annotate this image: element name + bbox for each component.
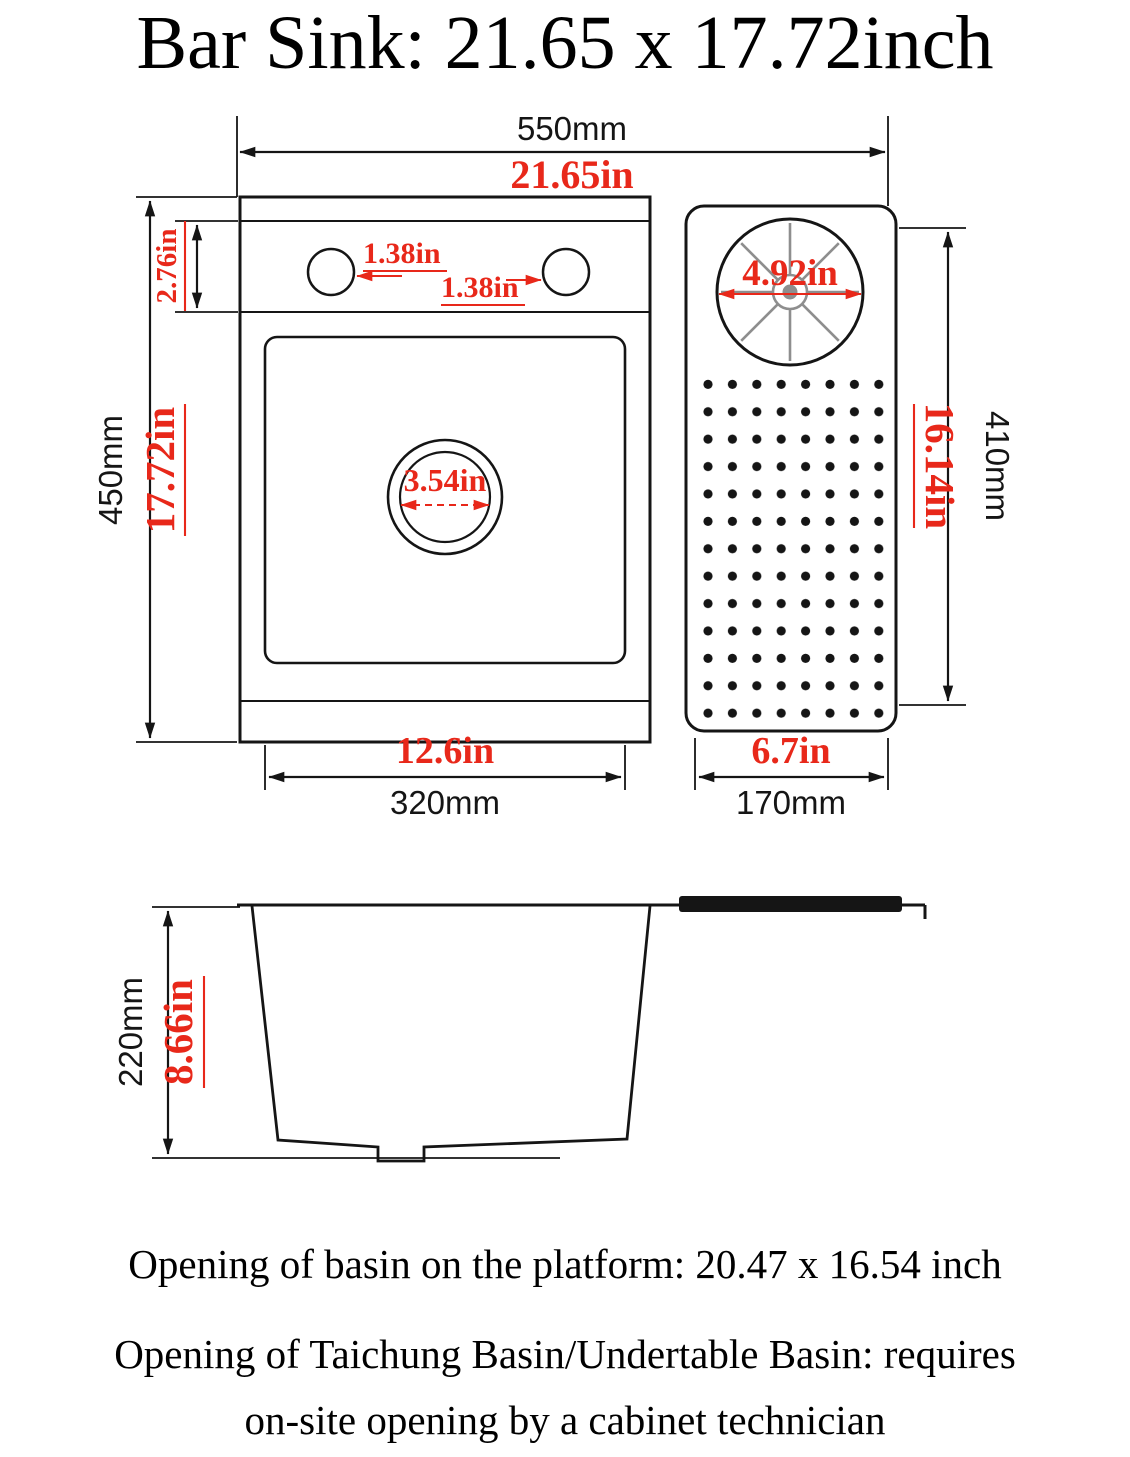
overall-depth-mm-label: 450mm xyxy=(92,415,129,525)
overall-width-mm-label: 550mm xyxy=(517,110,627,147)
drainboard-width-in-label: 6.7in xyxy=(751,730,830,772)
dim-drainboard-width: 6.7in 170mm xyxy=(694,730,889,821)
basin-inner-rect xyxy=(263,335,627,665)
overall-width-in-label: 21.65in xyxy=(510,152,633,197)
strainer-diameter-label: 4.92in xyxy=(742,253,838,294)
drain-diameter-label: 3.54in xyxy=(404,462,487,498)
basin-cross-section xyxy=(250,905,652,1163)
drainboard-width-mm-label: 170mm xyxy=(736,784,846,821)
deck-depth-label: 2.76in xyxy=(151,229,183,304)
strainer-rim xyxy=(715,217,865,367)
basin-width-in-label: 12.6in xyxy=(396,730,494,772)
note-undertable-line2: on-site opening by a cabinet technician xyxy=(244,1397,886,1443)
dim-deck-depth: 2.76in xyxy=(151,220,238,313)
faucet-hole-right xyxy=(541,247,591,297)
drain-outer-circle xyxy=(386,438,504,556)
drainboard-length-in-label: 16.14in xyxy=(917,403,963,530)
note-platform-opening: Opening of basin on the platform: 20.47 … xyxy=(128,1241,1002,1287)
dim-overall-width: 550mm 21.65in xyxy=(236,110,889,206)
dim-drainboard-length: 16.14in 410mm xyxy=(899,227,1016,706)
basin-drain: 3.54in xyxy=(386,438,504,556)
faucet-hole-right-label: 1.38in xyxy=(441,271,519,304)
faucet-hole-left xyxy=(306,247,356,297)
top-view: 550mm 21.65in 1.38in 1.38in xyxy=(92,110,1016,821)
depth-in-label: 8.66in xyxy=(155,979,201,1085)
dim-depth: 220mm 8.66in xyxy=(112,906,560,1159)
basin-width-mm-label: 320mm xyxy=(390,784,500,821)
dim-basin-width: 12.6in 320mm xyxy=(264,730,626,821)
drainboard-section-bar xyxy=(679,896,902,912)
note-undertable-line1: Opening of Taichung Basin/Undertable Bas… xyxy=(114,1331,1016,1377)
faucet-holes: 1.38in 1.38in xyxy=(306,237,591,307)
drainboard-length-mm-label: 410mm xyxy=(979,411,1016,521)
page-title: Bar Sink: 21.65 x 17.72inch xyxy=(136,1,994,85)
faucet-hole-left-label: 1.38in xyxy=(363,237,441,270)
perforation-grid xyxy=(703,379,885,719)
strainer: 4.92in xyxy=(715,217,865,367)
drain-inner-circle xyxy=(398,450,492,544)
drainboard-outline xyxy=(684,204,898,733)
side-view: 220mm 8.66in xyxy=(112,896,927,1163)
dim-overall-depth: 450mm 17.72in xyxy=(92,196,237,743)
depth-mm-label: 220mm xyxy=(112,977,149,1087)
main-bowl-outline xyxy=(238,195,652,744)
overall-depth-in-label: 17.72in xyxy=(137,407,183,534)
drainboard: 4.92in xyxy=(684,204,898,733)
bowl-outer-rect xyxy=(238,195,652,744)
